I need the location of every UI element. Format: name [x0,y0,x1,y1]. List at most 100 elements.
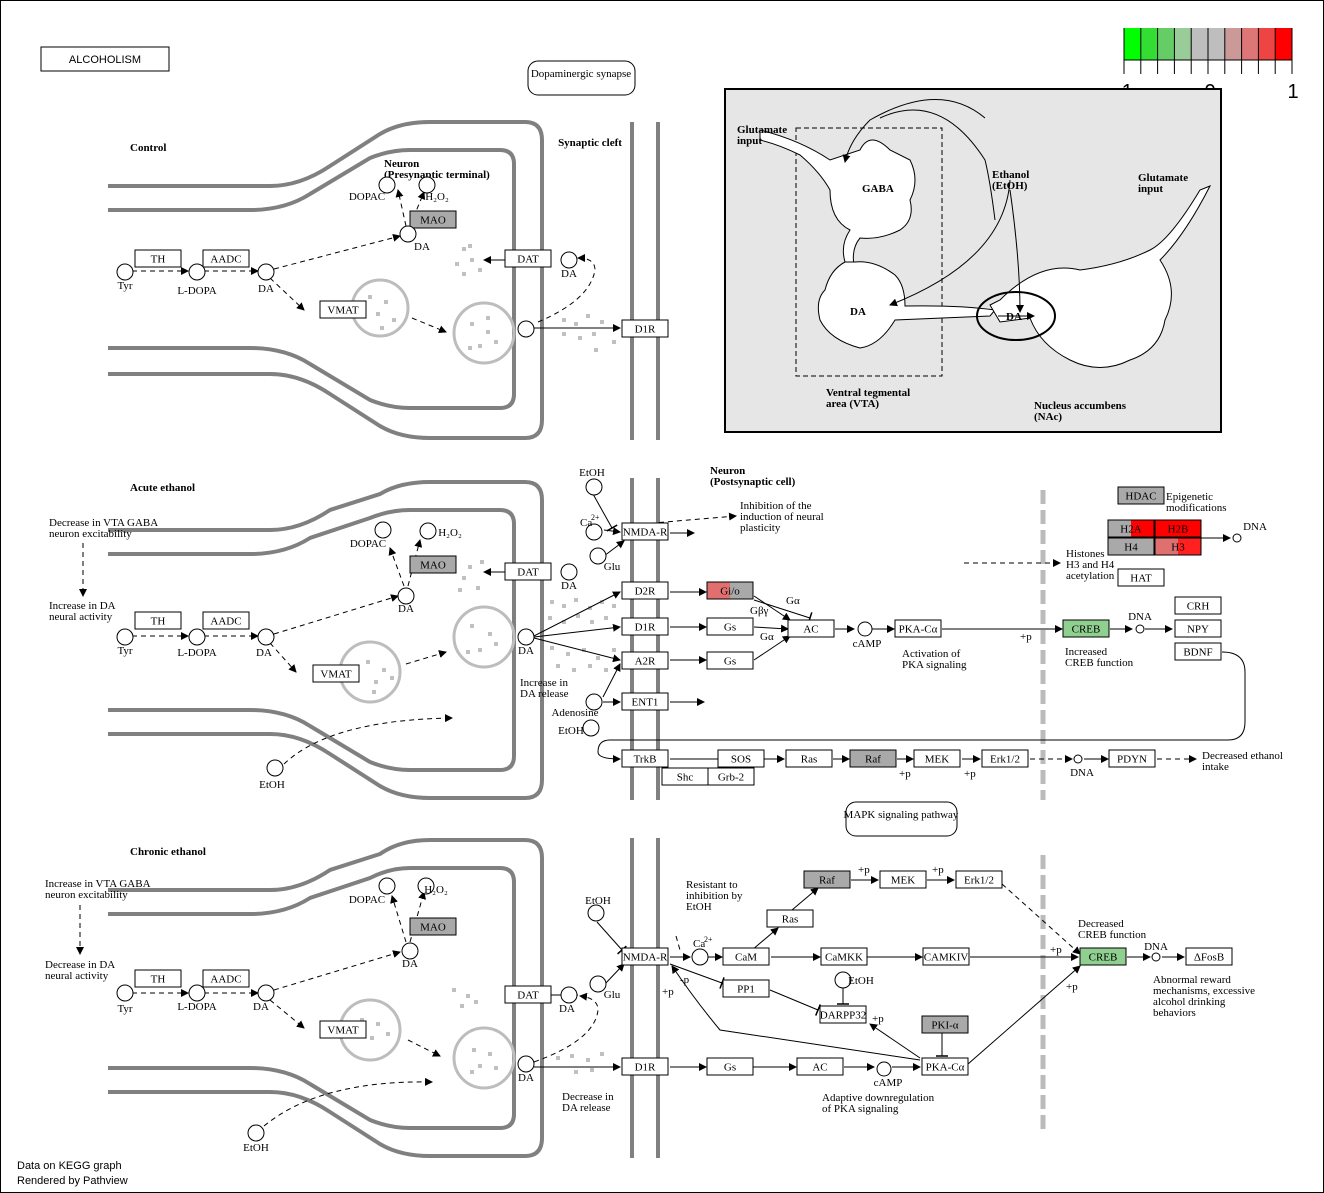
gene-node-h2a[interactable]: H2A [1107,519,1155,538]
gene-node-grb2[interactable]: Grb-2 [707,767,755,786]
gene-node-nmdar[interactable]: NMDA-R [621,522,669,541]
gene-node-aadc[interactable]: AADC [202,969,250,988]
gene-node-ras[interactable]: Ras [766,909,814,928]
gene-node-ras[interactable]: Ras [785,749,833,768]
compound-da[interactable]: DA [560,251,578,280]
gene-node-cam[interactable]: CaM [722,947,770,966]
gene-node-th[interactable]: TH [134,249,182,268]
gene-node-ac[interactable]: AC [787,619,835,638]
gene-node-dat[interactable]: DAT [504,562,552,581]
compound-adenosine[interactable]: Adenosine [551,693,603,719]
gene-node-aadc[interactable]: AADC [202,611,250,630]
gene-node-pkaca[interactable]: PKA-Cα [894,619,942,638]
compound-camp[interactable]: cAMP [853,621,882,650]
gene-node-mao[interactable]: MAO [409,555,457,574]
gene-node-pdyn[interactable]: PDYN [1108,749,1156,768]
compound-ldopa[interactable]: L-DOPA [177,263,217,297]
gene-node-mek[interactable]: MEK [913,749,961,768]
compound-da[interactable]: DA [399,225,430,253]
gene-node-mek[interactable]: MEK [879,870,927,889]
compound-da[interactable]: DA [257,263,275,295]
compound-etoh[interactable]: EtOH [579,467,605,496]
gene-node-h4[interactable]: H4 [1107,537,1155,556]
compound-tyr[interactable]: Tyr [116,263,134,292]
compound-da[interactable]: DA [560,563,578,592]
gene-node-h2b[interactable]: H2B [1154,519,1202,538]
compound-etoh[interactable]: EtOH [834,971,874,989]
gene-node-vmat[interactable]: VMAT [312,664,360,683]
compound-etoh[interactable]: EtOH [585,895,611,922]
compound-dna[interactable]: DNA [1128,611,1152,634]
compound-ldopa[interactable]: L-DOPA [177,628,217,659]
gene-node-vmat[interactable]: VMAT [319,1020,367,1039]
gene-node-gs[interactable]: Gs [706,1057,754,1076]
gene-node-creb[interactable]: CREB [1062,619,1110,638]
gene-node-a2r[interactable]: A2R [621,651,669,670]
compound-dopac[interactable]: DOPAC [350,521,392,550]
gene-node-sos[interactable]: SOS [717,749,765,768]
compound-da[interactable]: DA [559,986,578,1015]
compound-glu[interactable]: Glu [589,975,621,1001]
gene-node-gs[interactable]: Gs [706,617,754,636]
gene-node-camkiv[interactable]: CAMKIV [922,947,970,966]
gene-node-d1r[interactable]: D1R [621,1057,669,1076]
gene-node-bdnf[interactable]: BDNF [1174,642,1222,661]
compound-da[interactable]: DA [256,628,275,659]
gene-node-h3[interactable]: H3 [1154,537,1202,556]
compound-etoh[interactable]: EtOH [243,1124,269,1154]
gene-node-dat[interactable]: DAT [504,985,552,1004]
compound-etoh[interactable]: EtOH [558,719,600,737]
compound-dopac[interactable]: DOPAC [349,176,396,203]
gene-node-camkk[interactable]: CaMKK [820,947,868,966]
gene-node-crh[interactable]: CRH [1174,596,1222,615]
compound-da[interactable]: DA [517,1055,535,1084]
gene-node-raf[interactable]: Raf [849,749,897,768]
gene-node-darpp32[interactable]: DARPP32 [819,1005,867,1024]
gene-node-hdac[interactable]: HDAC [1117,486,1165,505]
compound-etoh[interactable]: EtOH [259,759,285,791]
compound-dopac[interactable]: DOPAC [349,877,396,906]
gene-node-shc[interactable]: Shc [661,767,709,786]
compound-ca2[interactable] [691,948,709,966]
compound-ca2[interactable] [585,523,603,541]
gene-node-dat[interactable]: DAT [504,249,552,268]
gene-node-ent1[interactable]: ENT1 [621,692,669,711]
gene-node-pkaca[interactable]: PKA-Cα [921,1057,969,1076]
compound-dna[interactable]: DNA [1232,521,1267,543]
gene-node-d1r[interactable]: D1R [621,319,669,338]
gene-node-raf[interactable]: Raf [803,870,851,889]
gene-node-th[interactable]: TH [134,611,182,630]
gene-node-erk[interactable]: Erk1/2 [955,870,1003,889]
mapk-pathway-link[interactable]: MAPK signaling pathway [844,801,959,837]
gene-node-mao[interactable]: MAO [409,210,457,229]
compound-tyr[interactable]: Tyr [116,628,134,657]
compound-h2o2[interactable]: H₂O₂ [418,176,449,203]
gene-node-erk[interactable]: Erk1/2 [981,749,1029,768]
gene-node-creb[interactable]: CREB [1079,947,1127,966]
compound-dna[interactable]: DNA [1070,754,1094,779]
pathway-title[interactable]: ALCOHOLISM [40,46,170,72]
compound-h2o2[interactable]: H₂O₂ [417,877,448,896]
gene-node-th[interactable]: TH [134,969,182,988]
gene-node-trkb[interactable]: TrkB [621,749,669,768]
dopaminergic-synapse-link[interactable]: Dopaminergic synapse [527,60,636,96]
compound-da[interactable]: DA [253,984,275,1013]
gene-node-npy[interactable]: NPY [1174,619,1222,638]
compound-dna[interactable]: DNA [1144,941,1168,962]
gene-node-pp1[interactable]: PP1 [722,979,770,998]
compound-da[interactable]: DA [397,587,415,615]
gene-node-mao[interactable]: MAO [409,917,457,936]
gene-node-hat[interactable]: HAT [1117,568,1165,587]
compound-da[interactable]: DA [517,628,535,657]
gene-node-d2r[interactable]: D2R [621,581,669,600]
gene-node-nmdar[interactable]: NMDA-R [621,947,669,966]
compound-da[interactable]: DA [401,942,419,970]
gene-node-pkia[interactable]: PKI-α [921,1015,969,1034]
compound-da[interactable] [517,320,535,338]
gene-node-aadc[interactable]: AADC [202,249,250,268]
gene-node-d1r[interactable]: D1R [621,617,669,636]
gene-node-ac[interactable]: AC [796,1057,844,1076]
gene-node-vmat[interactable]: VMAT [319,300,367,319]
compound-tyr[interactable]: Tyr [116,984,134,1015]
gene-node-dfosb[interactable]: ΔFosB [1185,947,1233,966]
